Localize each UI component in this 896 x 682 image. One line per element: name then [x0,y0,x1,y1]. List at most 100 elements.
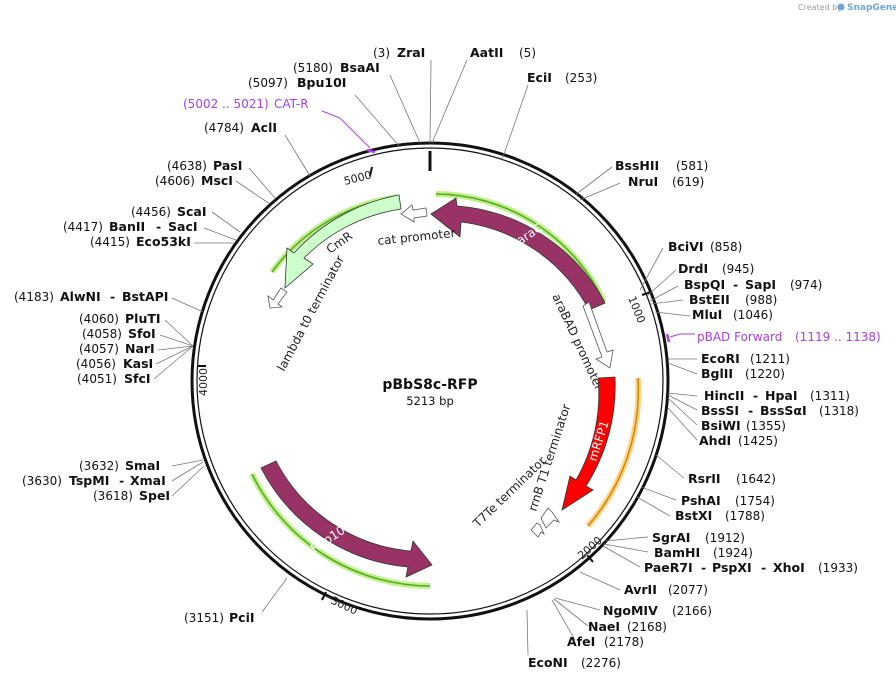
bsiwi-pos: (1355) [746,419,786,433]
aatii-pos: (5) [519,46,536,60]
bstxi-pos: (1788) [725,509,765,523]
leader-pluti [164,319,194,347]
leader-naei [553,598,589,627]
bpu10i-pos: (5097) [248,76,288,90]
msci-pos: (4606) [155,174,195,188]
pluti-pos: (4060) [79,312,119,326]
leader-kasi [155,345,194,365]
cmr-arrow[interactable] [284,194,402,289]
hpai-name: HpaI [765,388,798,403]
rsrii-name: RsrII [688,471,721,486]
bsssi-name: BssSI [701,403,739,418]
pcii-pos: (3151) [184,611,224,625]
leader-bamhi [603,543,649,553]
cat-r-range: (5002 .. 5021) [183,97,269,111]
rep101-highlight-line [251,473,431,587]
banii-pos: (4417) [63,220,103,234]
pasi-pos: (4638) [167,159,207,173]
zrai-name: ZraI [397,45,425,60]
leader-bsiwi [667,397,698,426]
leader-nrui [579,182,621,201]
mlui-pos: (1046) [733,308,773,322]
leader-bstxi [636,496,671,517]
paer7i-pos: (1933) [818,561,858,575]
cat-r-name: CAT-R [274,97,309,111]
cat-promoter-arrow[interactable] [400,204,428,223]
tspmi-pos: (3630) [22,474,62,488]
aatii-name: AatII [470,45,503,60]
leader-alwni [171,297,204,313]
saci-name: SacI [168,219,198,234]
bsaai-name: BsaAI [340,60,380,75]
bstxi-name: BstXI [675,508,712,523]
ngomiv-name: NgoMIV [603,603,658,618]
bsssi-pos: (1318) [819,404,859,418]
rep101-arrow[interactable] [260,460,433,578]
bspqi-pos: (974) [790,278,822,292]
mrfp1-arrow[interactable] [561,376,616,511]
leader-econi [526,609,529,656]
leader-sfci [153,345,194,380]
bsssi-sep: - [748,403,753,418]
bsteii-name: BstEII [689,292,730,307]
avrii-pos: (2077) [668,583,708,597]
bsssai-name: BssSαI [760,403,807,418]
spei-pos: (3618) [93,489,133,503]
leader-ahdi [667,407,698,441]
sgrai-pos: (1912) [705,531,745,545]
alwni-sep: - [110,289,115,304]
bspqi-sep: - [733,277,738,292]
cat-promoter-label: cat promoter [377,226,456,248]
pbad-forward-range: (1119 .. 1138) [795,330,881,344]
arac-arrow[interactable] [430,197,606,311]
rrnb-t1-arrow[interactable] [540,507,561,529]
econi-name: EcoNI [528,655,568,670]
ecii-pos: (253) [565,71,597,85]
ecori-name: EcoRI [701,351,740,366]
acli-name: AclI [251,120,277,135]
pspxi-name: PspXI [712,560,752,575]
nari-pos: (4057) [79,342,119,356]
mrfp1-highlight-line [587,377,640,527]
tspmi-name: TspMI [69,473,109,488]
leader-paer7i [602,545,641,568]
leader-afei [551,599,576,641]
afei-pos: (2178) [604,635,644,649]
leader-scai [211,211,241,233]
scai-pos: (4456) [131,205,171,219]
mlui-name: MluI [692,307,722,322]
sfci-name: SfcI [124,371,151,386]
bamhi-pos: (1924) [713,546,753,560]
plasmid-size: 5213 bp [406,394,454,408]
leader-banii [203,227,237,241]
credit-text: Created by [798,3,842,12]
lambda-t0-arrow[interactable] [267,287,288,309]
rsrii-pos: (1642) [736,472,776,486]
leader-ngomiv [554,597,601,611]
drdi-name: DrdI [678,261,708,276]
leader-rsrii [655,454,685,479]
cat-r-primer-mark [366,148,376,154]
ruler-label-1000: 1000 [625,294,648,325]
spei-name: SpeI [139,488,170,503]
sfoi-pos: (4058) [82,327,122,341]
leader-sgrai [604,536,649,542]
eco53ki-name: Eco53kI [136,234,191,249]
scai-name: ScaI [177,204,207,219]
acli-pos: (4784) [204,121,244,135]
tspmi-sep: - [119,473,124,488]
pbad-forward-primer-mark [665,333,671,343]
leader-ecii [501,84,529,161]
bcivi-name: BciVI [668,239,704,254]
t7te-arrow[interactable] [530,522,545,538]
bsshii-name: BssHII [615,158,659,173]
afei-name: AfeI [567,634,595,649]
pasi-name: PasI [213,158,242,173]
alwni-name: AlwNI [60,289,101,304]
leader-bcivi [639,247,664,291]
leader-bsteii [650,299,684,305]
leader-mlui [654,311,691,317]
bsaai-pos: (5180) [293,61,333,75]
leader-bglii [667,362,698,375]
arabad-promoter-arrow[interactable] [582,301,614,369]
